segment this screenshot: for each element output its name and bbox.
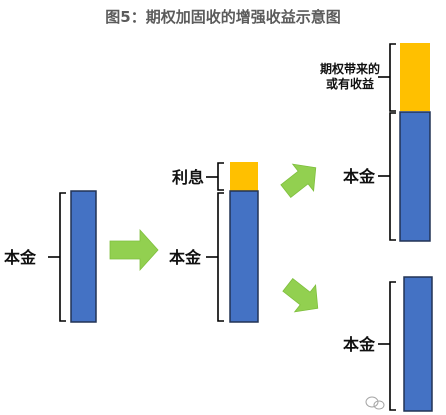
stage-2-interest-bracket [217, 162, 224, 191]
stage-1-principal-label: 本金 [4, 248, 37, 267]
stage-3-option-gain-bar [400, 43, 430, 111]
stage-3-lower-principal-bar [403, 276, 433, 412]
stage-3-lower-principal-label: 本金 [343, 335, 376, 354]
stage-2-principal-bracket [217, 192, 224, 322]
stage-2-principal-label: 本金 [169, 248, 202, 267]
wechat-watermark-icon [365, 396, 385, 410]
stage-3-option-gain-label-line1: 期权带来的 [320, 61, 380, 76]
stage-3-lower-principal-bracket [389, 281, 396, 411]
stage-1-principal-bracket [59, 192, 66, 322]
stage-2-interest-bar [230, 162, 258, 191]
stage-3-option-gain-label-line2: 或有收益 [326, 76, 374, 91]
stage-3-upper-principal-bar [399, 111, 431, 242]
stage-2-principal-interest: 利息 本金 [169, 162, 259, 323]
stage-2-principal-bar [229, 190, 259, 323]
stage-3-lower-principal: 本金 [343, 276, 433, 412]
stage-2-interest-label: 利息 [172, 168, 204, 187]
arrow-1-icon [109, 228, 159, 272]
stage-3-upper-option-gain: 期权带来的 或有收益 本金 [320, 43, 431, 242]
stage-3-option-gain-bracket [389, 43, 396, 112]
stage-1-principal: 本金 [4, 190, 97, 323]
stage-1-principal-bar [70, 190, 97, 323]
arrow-up-right-icon [280, 163, 317, 198]
diagram-title: 图5：期权加固收的增强收益示意图 [105, 8, 340, 26]
stage-3-upper-principal-bracket [389, 112, 396, 241]
arrow-down-right-icon [282, 278, 319, 313]
stage-3-upper-principal-label: 本金 [343, 167, 376, 186]
